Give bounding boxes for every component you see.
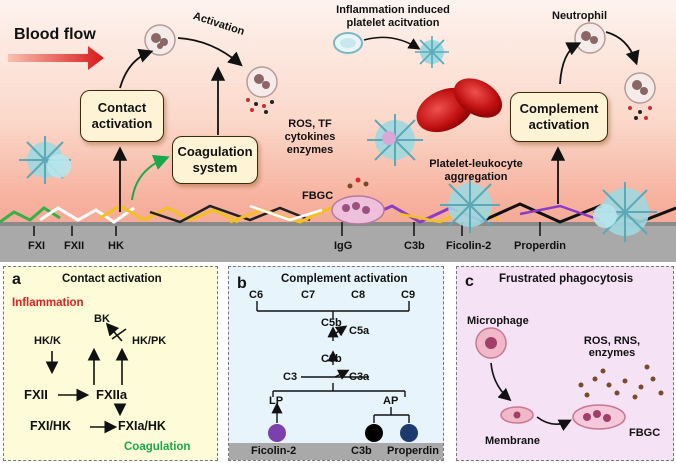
fxii-strand <box>39 206 135 224</box>
panel-c-frustrated-phagocytosis: c Frustrated phagocytosis Microphage ROS… <box>456 266 674 461</box>
membrane-cell <box>500 406 534 424</box>
panel-a-letter: a <box>12 271 21 288</box>
fxiia-label: FXIIa <box>96 387 128 402</box>
neutrophil-cell <box>144 24 176 56</box>
fxi-strand <box>0 206 61 224</box>
material-surface <box>0 222 676 262</box>
surface-label-fxi: FXI <box>28 240 46 252</box>
surface-label-properdin: Properdin <box>514 240 566 252</box>
platelet-cluster-left <box>19 136 71 184</box>
c3b-label: C3b <box>321 353 342 365</box>
mixed-strand <box>149 204 311 224</box>
hkpk-label: HK/PK <box>132 335 167 347</box>
activated-neutrophil <box>246 66 278 114</box>
panel-b-letter: b <box>237 275 247 292</box>
contact-activation-box: Contact activation <box>80 90 164 142</box>
fbgc-cell <box>572 404 626 430</box>
red-blood-cell <box>453 78 503 118</box>
blood-flow-arrow <box>8 46 104 70</box>
panel-c-title: Frustrated phagocytosis <box>499 273 634 285</box>
ap-label: AP <box>383 395 399 407</box>
coagulation-system-box: Coagulation system <box>172 136 258 184</box>
microphage-cell <box>475 327 507 359</box>
fbgc-cell <box>331 177 385 225</box>
platelet-cluster-mid <box>367 114 423 166</box>
neutrophil-label: Neutrophil <box>552 10 607 22</box>
panel-b-title: Complement activation <box>281 273 408 285</box>
surface-label-ficolin-2: Ficolin-2 <box>446 240 492 252</box>
properdin-marker <box>400 424 418 442</box>
platelet-cluster-right <box>593 182 657 242</box>
activated-platelet-top <box>415 36 449 68</box>
c3b-marker <box>365 424 383 442</box>
panel-a-title: Contact activation <box>62 273 162 285</box>
scene-graphics <box>0 22 676 262</box>
panel-c-letter: c <box>465 273 474 290</box>
c8-label: C8 <box>351 289 366 301</box>
fxiahk-label: FXIa/HK <box>118 419 166 433</box>
panel-a-arrows <box>45 322 129 434</box>
activated-neutrophil <box>624 72 656 120</box>
platelet-leukocyte-label: Platelet-leukocyte aggregation <box>429 158 523 183</box>
fbgc-c-label: FBGC <box>629 427 661 439</box>
ficolin-2-marker <box>268 424 286 442</box>
fbgc-label: FBGC <box>302 190 334 202</box>
microphage-label: Microphage <box>467 315 529 327</box>
resting-platelet <box>333 32 363 54</box>
c3b-bottom-label: C3b <box>351 445 372 457</box>
c9-label: C9 <box>401 289 416 301</box>
blood-flow-label: Blood flow <box>14 26 96 43</box>
blood-vessel-scene: Blood flow Activation Inflammation induc… <box>0 0 676 262</box>
c3-label: C3 <box>283 371 298 383</box>
surface-label-fxii: FXII <box>64 240 85 252</box>
panel-b-complement-activation: b Complement activation C6 C7 C8 C9 C5b … <box>228 266 444 461</box>
coagulation-label: Coagulation <box>124 441 191 453</box>
fxihk-label: FXI/HK <box>30 419 71 433</box>
membrane-label: Membrane <box>485 435 541 447</box>
ros-particles <box>578 364 664 400</box>
c6-label: C6 <box>249 289 264 301</box>
panel-b-graphics <box>229 301 443 460</box>
platelet-cluster-surface <box>440 177 500 233</box>
fxii-label: FXII <box>24 387 48 402</box>
panel-c-graphics <box>475 327 664 432</box>
c3a-label: C3a <box>349 371 370 383</box>
panel-a-contact-activation: a Contact activation Inflammation BK HK/… <box>3 266 218 461</box>
inflammation-platelet-label: Inflammation induced platelet acitvation <box>336 4 450 29</box>
bk-label: BK <box>94 313 110 325</box>
ros-rns-label: ROS, RNS, enzymes <box>583 335 641 359</box>
c5a-label: C5a <box>349 325 370 337</box>
c5b-label: C5b <box>321 317 342 329</box>
inflammation-label: Inflammation <box>12 297 84 309</box>
surface-label-hk: HK <box>108 240 124 252</box>
complement-activation-box: Complement activation <box>510 92 608 142</box>
hkk-label: HK/K <box>34 335 61 347</box>
properdin-label: Properdin <box>387 445 439 457</box>
lp-label: LP <box>269 395 284 407</box>
surface-label-c3b: C3b <box>404 240 425 252</box>
neutrophil-cell <box>574 22 606 54</box>
ficolin-2-label: Ficolin-2 <box>251 445 297 457</box>
ros-tf-label: ROS, TF cytokines enzymes <box>284 118 336 156</box>
c7-label: C7 <box>301 289 316 301</box>
surface-label-igg: IgG <box>334 240 353 252</box>
